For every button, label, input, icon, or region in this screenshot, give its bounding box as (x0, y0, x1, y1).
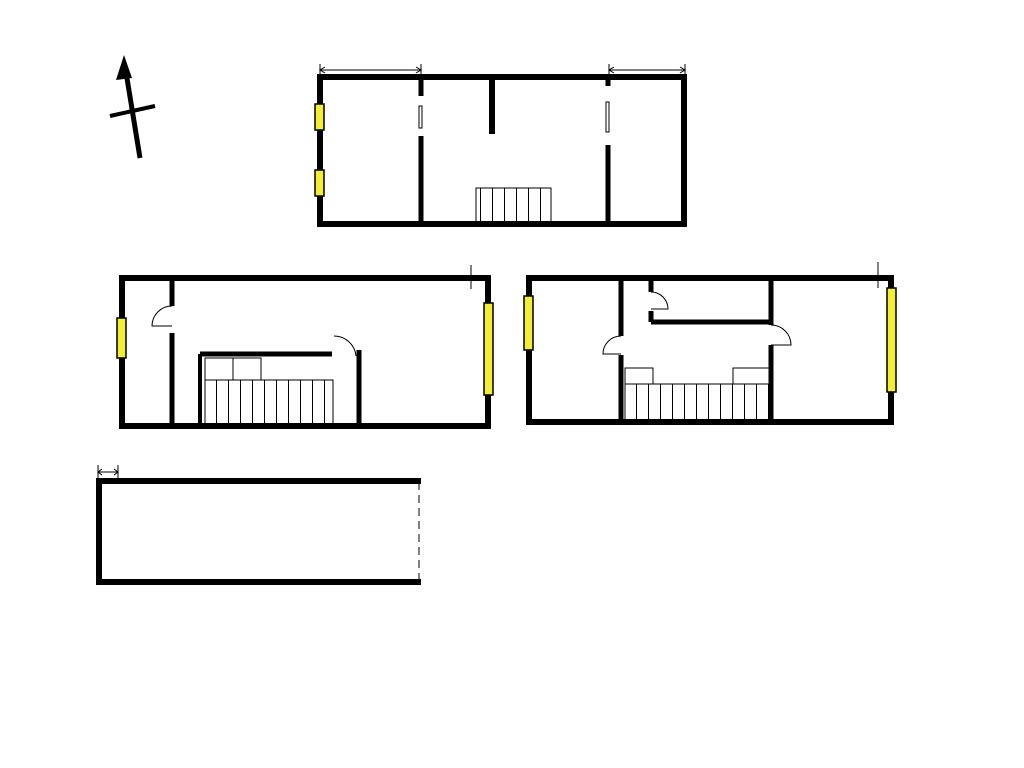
north-arrow-icon (109, 55, 156, 159)
floor4-plan (523, 262, 897, 425)
stairs-icon (475, 187, 552, 223)
door-icon (770, 324, 792, 346)
window-icon (116, 317, 127, 359)
door-icon (602, 335, 622, 355)
floor1-plan (96, 465, 421, 585)
dimension-line-extension (97, 465, 119, 480)
window-icon (483, 302, 494, 396)
window-icon (523, 295, 534, 351)
door-icon (333, 335, 357, 357)
stairs-icon (624, 383, 770, 422)
door-icon (650, 291, 669, 310)
stairs-icon (204, 379, 334, 425)
roof-floor-plan (314, 64, 687, 227)
door-icon (151, 305, 173, 327)
window-icon (886, 287, 897, 393)
window-icon (314, 103, 325, 131)
dimension-line-left (319, 64, 422, 76)
floor3-plan (116, 265, 494, 429)
window-icon (314, 169, 325, 197)
